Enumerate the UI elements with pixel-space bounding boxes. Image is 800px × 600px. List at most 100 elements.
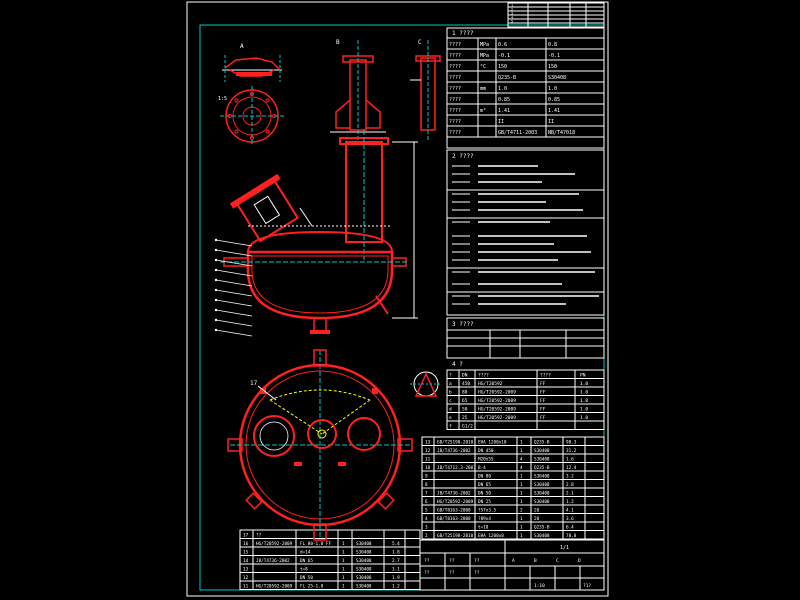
parts-right-cell: DN 50 [478, 491, 491, 497]
drawing-number: 1/1 [560, 545, 569, 551]
parts-right-cell: Q235-B [534, 465, 550, 471]
footer-cell: ?? [449, 570, 455, 576]
parts-right-cell: 9 [425, 474, 428, 480]
parts-right-cell: EHA 1200x8 [478, 533, 504, 539]
parts-bottom-cell: 1 [342, 584, 345, 590]
bolt-hole [234, 98, 239, 103]
leader-dot [214, 258, 218, 262]
parts-bottom-cell: 1 [342, 550, 345, 556]
parts-bottom-cell: 1.2 [392, 584, 400, 590]
design-cell: 150 [498, 64, 507, 70]
nozzle-cell: 25 [462, 415, 468, 421]
parts-right-cell: 1 [520, 491, 523, 497]
parts-right-cell: EHA 1200x10 [478, 440, 507, 446]
item-17-label: 17 [250, 380, 258, 387]
design-cell: II [548, 119, 554, 125]
nozzle-cell: 1.0 [580, 398, 588, 404]
parts-right-cell: 7 [425, 491, 428, 497]
parts-right-cell: S30408 [534, 491, 550, 497]
support-detail [410, 371, 442, 397]
inspection-block: 3 ???? [446, 317, 605, 359]
design-cell: 1.41 [548, 108, 560, 114]
design-cell: ???? [449, 119, 461, 125]
detail-a-view: A [222, 43, 282, 82]
parts-bottom-cell: S30408 [356, 550, 372, 556]
parts-bottom-cell: S30408 [356, 584, 372, 590]
design-cell: 1.41 [498, 108, 510, 114]
parts-right-cell: 1 [520, 499, 523, 505]
nozzle-cell: FF [540, 381, 546, 387]
parts-bottom-cell: 17 [243, 533, 249, 539]
parts-right-cell: 1 [520, 525, 523, 531]
nozzle-cell: b [449, 390, 452, 396]
parts-right-cell: JB/T4736-2002 [437, 491, 471, 497]
parts-right-cell: 1 [520, 533, 523, 539]
parts-right-cell: 3 [425, 525, 428, 531]
parts-right-cell: GB/T25198-2010 [437, 440, 474, 446]
parts-right-cell: 11 [425, 457, 431, 463]
nozzle-cell: 450 [462, 381, 470, 387]
parts-bottom-cell: t=8 [300, 567, 308, 573]
nozzle-cell: FF [540, 390, 546, 396]
parts-bottom-cell: 1.8 [392, 550, 400, 556]
parts-bottom-cell: 14 [243, 558, 249, 564]
design-cell: 0.85 [548, 97, 560, 103]
leader-dot [214, 238, 218, 242]
parts-right-cell: Q235-B [534, 440, 550, 446]
design-cell: m³ [480, 108, 486, 114]
detail-c-view: C [410, 39, 441, 140]
leader-dot [214, 308, 218, 312]
design-cell: 1.0 [548, 86, 557, 92]
leader-dot [214, 318, 218, 322]
parts-right-cell: 13 [425, 440, 431, 446]
parts-bottom-cell: 1 [342, 541, 345, 547]
design-cell: ???? [449, 86, 461, 92]
nozzle-cell: 50 [462, 407, 468, 413]
parts-bottom-cell: S30408 [356, 575, 372, 581]
parts-right-cell: 2 [425, 533, 428, 539]
leader-line [215, 269, 253, 277]
nozzle-cell: FF [540, 398, 546, 404]
design-cell: Q235-B [498, 75, 516, 81]
design-cell: ???? [449, 64, 461, 70]
parts-bottom-cell: 12 [243, 575, 249, 581]
detail-b-label: B [336, 39, 340, 46]
parts-right-cell: S30408 [534, 474, 550, 480]
parts-right-cell: 98.3 [566, 440, 577, 446]
ring-bolt-holes [227, 91, 277, 141]
parts-right-cell: ?89x4 [478, 516, 491, 522]
nozzle-cell: HG/T20592-2009 [478, 407, 516, 413]
parts-bottom-cell: 3.1 [392, 567, 400, 573]
parts-bottom-cell: JB/T4736-2002 [256, 558, 290, 564]
leader-dot [214, 278, 218, 282]
bolt-hole [227, 113, 233, 119]
leader-lines [214, 238, 253, 337]
detail-b-view: B [330, 39, 386, 140]
parts-right-cell: 1 [520, 440, 523, 446]
parts-right-cell: 1 [520, 516, 523, 522]
nozzle-cell: a [449, 382, 452, 387]
parts-bottom-cell: 1 [342, 575, 345, 581]
parts-right-cell: Q235-B [534, 525, 550, 531]
parts-right-cell: DN 450 [478, 448, 494, 454]
parts-right-cell: 78.0 [566, 533, 577, 539]
nozzle-cell: d [449, 407, 452, 413]
parts-right-cell: HG/T20592-2009 [437, 499, 474, 505]
design-cell: mm [480, 86, 486, 92]
parts-right-cell: DN 65 [478, 482, 491, 488]
parts-right-cell: DN 80 [478, 474, 491, 480]
parts-bottom-cell: FL 25-1.0 [300, 584, 324, 590]
nozzle-header: ???? [540, 373, 551, 379]
parts-right-cell: 2.8 [566, 482, 574, 488]
parts-right-cell: 4 [520, 457, 523, 463]
header-row-label: 2 [511, 8, 513, 12]
design-cell: 0.6 [498, 42, 507, 48]
parts-right-cell: S30408 [534, 457, 550, 463]
header-row-label: 3 [511, 12, 513, 16]
